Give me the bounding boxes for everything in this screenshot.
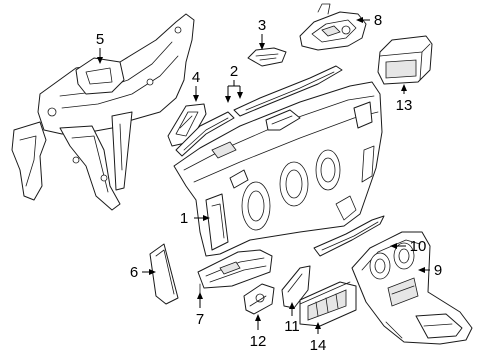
callout-9: 9 bbox=[434, 262, 442, 279]
callout-5: 5 bbox=[96, 31, 104, 48]
callout-14: 14 bbox=[310, 337, 327, 354]
callout-8: 8 bbox=[374, 12, 382, 29]
part-6-end-trim bbox=[149, 243, 179, 305]
part-14-control-unit bbox=[299, 281, 357, 327]
part-3-speaker-cover bbox=[247, 47, 287, 67]
callout-11: 11 bbox=[284, 318, 300, 335]
part-10-console-trim bbox=[313, 215, 385, 257]
callout-7: 7 bbox=[196, 311, 204, 328]
part-8-upper-console-housing bbox=[299, 3, 367, 51]
callout-12: 12 bbox=[250, 333, 267, 350]
part-2-defroster-trim bbox=[175, 65, 343, 157]
part-4-vent-bezel bbox=[167, 103, 207, 147]
callout-4: 4 bbox=[192, 69, 200, 86]
part-7-glove-box-bracket bbox=[197, 249, 273, 297]
part-1-instrument-panel bbox=[173, 81, 383, 257]
callout-10: 10 bbox=[410, 238, 427, 255]
part-5-cross-car-beam bbox=[11, 13, 195, 211]
callout-3: 3 bbox=[258, 17, 266, 34]
part-9-center-console bbox=[351, 231, 473, 345]
leader-lines bbox=[97, 17, 430, 334]
callout-2: 2 bbox=[230, 63, 238, 80]
part-12-switch-module bbox=[243, 283, 275, 315]
part-11-trim-panel bbox=[281, 265, 311, 309]
callout-labels: 1 2 3 4 5 6 7 8 9 10 11 12 13 14 bbox=[96, 12, 442, 354]
callout-1: 1 bbox=[180, 210, 188, 227]
callout-13: 13 bbox=[396, 97, 413, 114]
callout-6: 6 bbox=[130, 264, 138, 281]
part-13-module bbox=[377, 35, 433, 85]
